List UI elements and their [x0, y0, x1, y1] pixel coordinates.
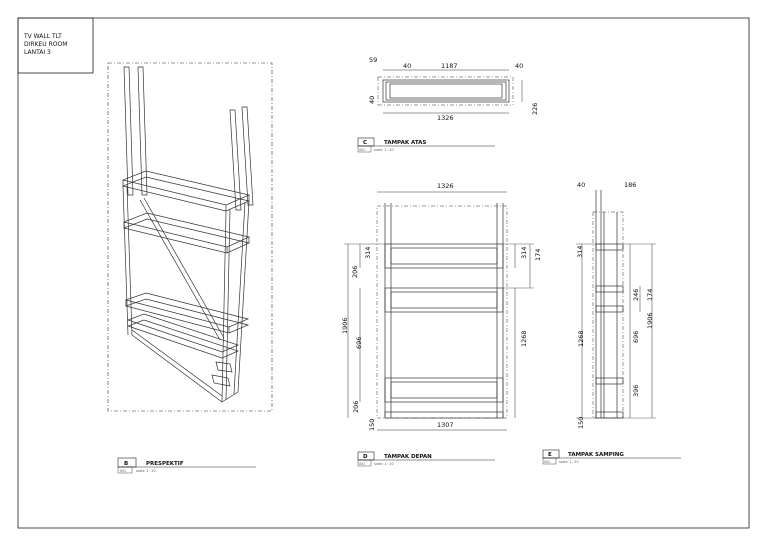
label-front-scale: scale: 1 : 20: [374, 462, 394, 466]
perspective-view: B PRESPEKTIF 001 scale: 1 : 20: [107, 62, 273, 474]
dim-front-1326: 1326: [437, 182, 454, 190]
dim-side-186: 186: [624, 181, 636, 189]
front-view: 1326 314 206 1906 696 206 150 314 174 12…: [341, 182, 542, 467]
dim-front-314: 314: [364, 247, 372, 259]
title-line-1: TV WALL TLT: [23, 33, 62, 40]
label-top-scale: scale: 1 : 20: [374, 148, 394, 152]
dim-side-1268: 1268: [577, 330, 585, 347]
dim-side-174: 174: [646, 289, 654, 301]
label-perspective-letter: B: [124, 461, 128, 467]
dim-front-1268: 1268: [520, 330, 528, 347]
label-perspective: B PRESPEKTIF 001 scale: 1 : 20: [117, 457, 256, 474]
dim-side-314: 314: [576, 246, 584, 258]
label-front-code: 001: [359, 462, 365, 466]
perspective-frame: [107, 62, 273, 412]
title-block: [17, 17, 94, 74]
label-front-name: TAMPAK DEPAN: [384, 454, 432, 460]
label-front: D TAMPAK DEPAN 001 scale: 1 : 20: [357, 451, 495, 467]
dim-top-1187: 1187: [441, 62, 458, 70]
dim-top-40c: 40: [368, 96, 376, 104]
label-top-letter: C: [363, 140, 367, 146]
dim-side-150: 150: [577, 417, 585, 429]
label-perspective-code: 001: [120, 469, 126, 473]
label-side-name: TAMPAK SAMPING: [568, 452, 624, 458]
dim-front-314b: 314: [520, 247, 528, 259]
label-side-letter: E: [548, 452, 552, 458]
label-perspective-name: PRESPEKTIF: [146, 461, 184, 467]
sheet-border: [17, 17, 750, 529]
label-top-name: TAMPAK ATAS: [384, 140, 426, 146]
dim-front-1307: 1307: [437, 421, 454, 429]
dim-side-1906: 1906: [646, 312, 654, 329]
top-view: 59 40 1187 40 40 1326 226 C TAMPAK ATAS …: [357, 56, 539, 153]
dim-front-150: 150: [368, 419, 376, 431]
label-front-letter: D: [363, 454, 368, 460]
dim-top-59: 59: [369, 56, 377, 64]
side-view: 40 186 314 246 174 1268 696 1906 396 150…: [542, 181, 681, 465]
title-line-2: DIRKEU ROOM: [24, 41, 67, 48]
label-top: C TAMPAK ATAS 001 scale: 1 : 20: [357, 137, 495, 153]
dim-side-696: 696: [632, 331, 640, 343]
label-side-code: 001: [544, 460, 550, 464]
label-side-scale: scale: 1 : 20: [559, 460, 579, 464]
dim-front-206a: 206: [351, 266, 359, 278]
dim-top-1326: 1326: [437, 114, 454, 122]
dim-side-246: 246: [632, 289, 640, 301]
title-line-3: LANTAI 3: [24, 49, 51, 56]
rack-isometric: [121, 66, 254, 403]
dim-front-174: 174: [534, 249, 542, 261]
dim-front-696: 696: [355, 337, 363, 349]
dim-top-226: 226: [531, 103, 539, 115]
dim-side-396: 396: [632, 385, 640, 397]
dim-side-40: 40: [577, 181, 585, 189]
dim-top-40a: 40: [403, 62, 411, 70]
dim-front-1906: 1906: [341, 317, 349, 334]
label-side: E TAMPAK SAMPING 001 scale: 1 : 20: [542, 449, 681, 465]
dim-front-206b: 206: [352, 401, 360, 413]
label-perspective-scale: scale: 1 : 20: [136, 469, 156, 473]
dim-top-40b: 40: [515, 62, 523, 70]
label-top-code: 001: [359, 148, 365, 152]
